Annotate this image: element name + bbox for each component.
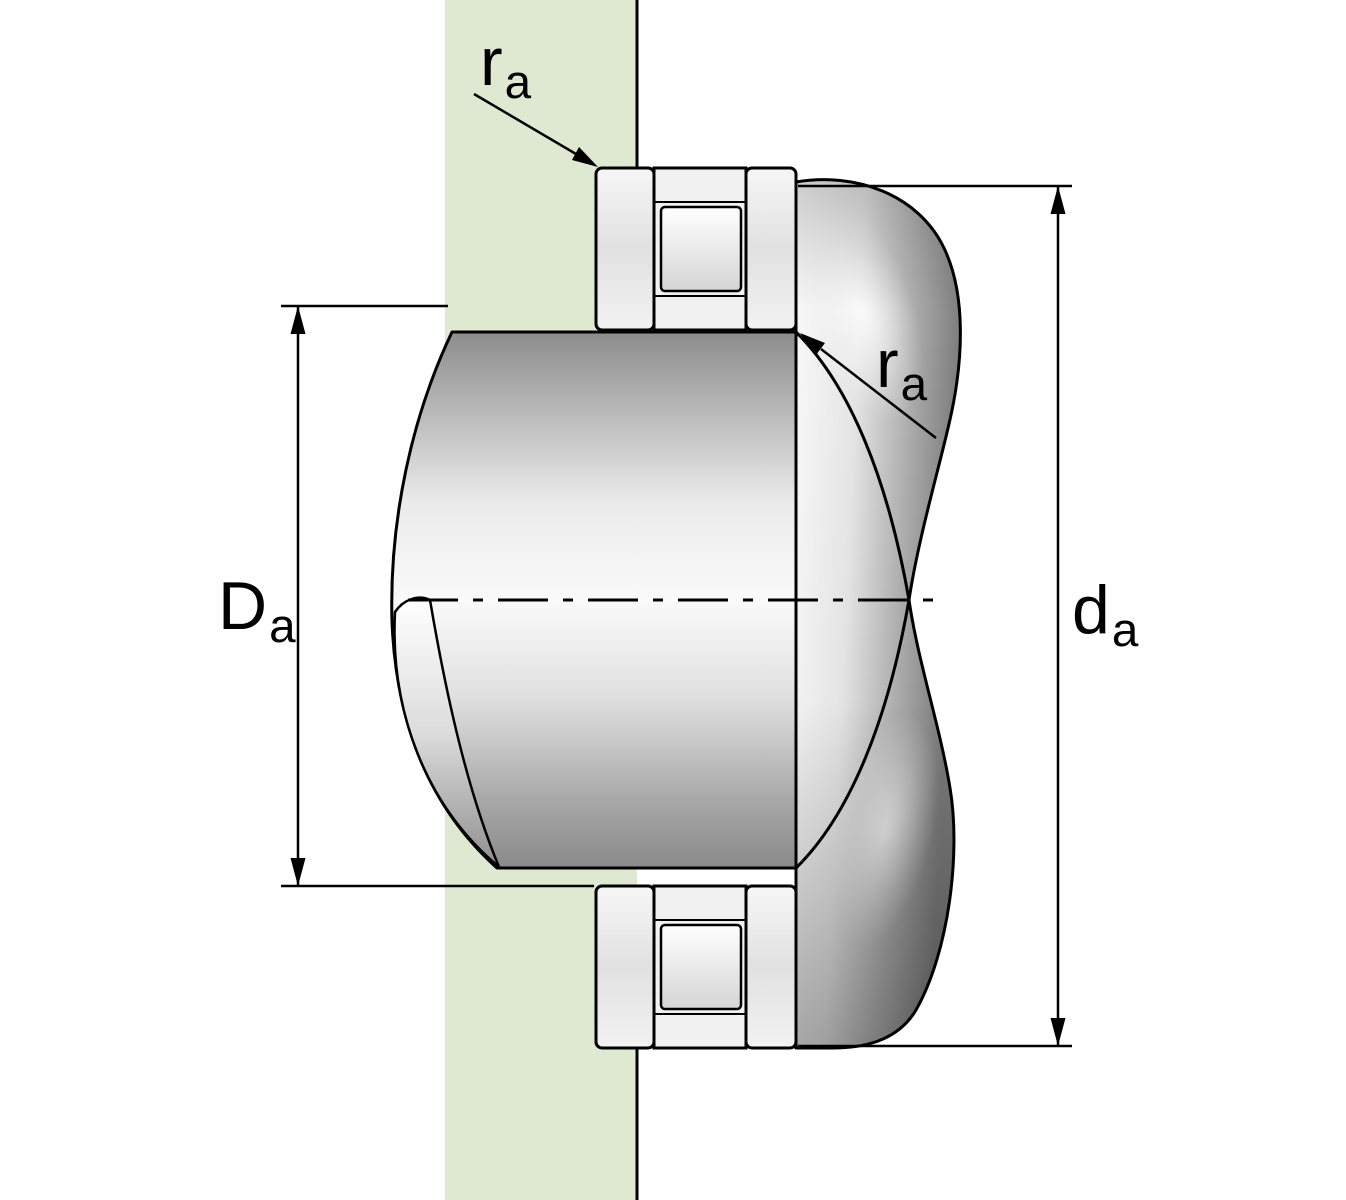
arrowhead-ra-mid-icon <box>800 333 825 355</box>
shaft-washer-top <box>744 166 798 332</box>
shaft-shoulder <box>794 178 962 1050</box>
shoulder-waist-curve-lower <box>794 599 911 870</box>
arrowhead-ra-top-icon <box>572 147 598 167</box>
leader-line-ra-top <box>473 92 577 156</box>
label-da-main: d <box>1072 572 1110 648</box>
roller-bottom <box>659 923 743 1011</box>
label-ra-mid: ra <box>876 330 927 409</box>
leader-line-ra-mid <box>820 348 937 439</box>
bearing-cross-section-top <box>594 166 798 332</box>
arrowhead-da-up-icon <box>1050 186 1066 214</box>
label-ra-mid-main: r <box>876 326 899 402</box>
shoulder-shading <box>796 179 961 1048</box>
dimension-Da <box>281 304 594 888</box>
bearing-cross-section-bottom <box>594 884 798 1050</box>
label-da-sub: a <box>1111 604 1139 658</box>
leader-ra-top <box>473 92 598 167</box>
roller-top <box>659 205 743 293</box>
label-Da-sub: a <box>269 600 296 654</box>
label-ra-top: ra <box>480 28 531 107</box>
housing-washer-top <box>594 166 656 332</box>
leader-ra-mid <box>800 333 937 439</box>
label-da: da <box>1072 576 1138 655</box>
label-ra-mid-sub: a <box>900 358 928 412</box>
shaft-washer-bottom <box>744 884 798 1050</box>
arrowhead-Da-down-icon <box>290 858 306 886</box>
arrowhead-Da-up-icon <box>290 306 306 334</box>
label-ra-top-main: r <box>480 24 503 100</box>
label-Da: Da <box>218 572 296 651</box>
housing-washer-bottom <box>594 884 656 1050</box>
dimension-da <box>798 184 1072 1048</box>
label-Da-main: D <box>218 568 268 644</box>
label-ra-top-sub: a <box>504 56 532 110</box>
arrowhead-da-down-icon <box>1050 1018 1066 1046</box>
